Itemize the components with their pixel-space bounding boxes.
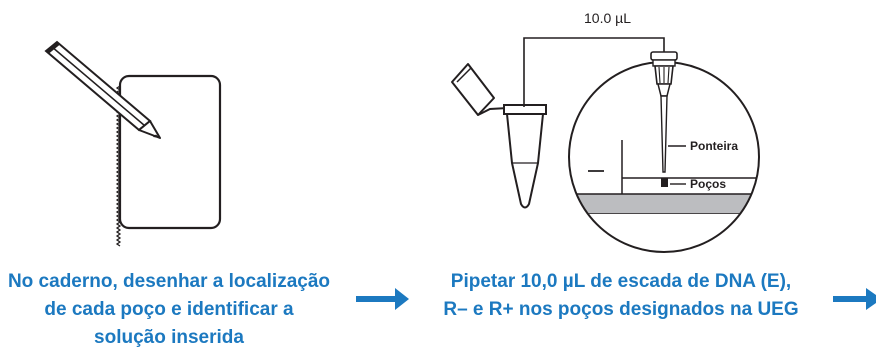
transfer-line xyxy=(523,37,665,107)
tip-label: Ponteira xyxy=(690,139,738,153)
arrow-right-icon xyxy=(356,288,409,310)
step2-caption-line: Pipetar 10,0 µL de escada de DNA (E), xyxy=(450,271,792,292)
wells-label: Poços xyxy=(690,177,726,191)
magnified-view xyxy=(568,61,760,253)
notebook-icon xyxy=(115,74,222,247)
step1-caption: No caderno, desenhar a localização de ca… xyxy=(0,268,338,352)
step2-caption-line: R– e R+ nos poços designados na UEG xyxy=(443,299,799,320)
volume-label: 10.0 µL xyxy=(584,10,631,26)
microtube-icon xyxy=(451,63,547,209)
step2-caption: Pipetar 10,0 µL de escada de DNA (E), R–… xyxy=(432,268,810,324)
pipette-icon xyxy=(650,51,678,173)
step1-caption-line: de cada poço e identificar a xyxy=(44,299,294,320)
step1-caption-line: No caderno, desenhar a localização xyxy=(7,271,331,292)
step1-caption-line: solução inserida xyxy=(94,327,244,348)
wells-callout: Poços xyxy=(670,177,726,191)
pencil-icon xyxy=(44,40,161,139)
arrow-right-icon xyxy=(833,288,876,310)
tip-callout: Ponteira xyxy=(668,139,738,153)
